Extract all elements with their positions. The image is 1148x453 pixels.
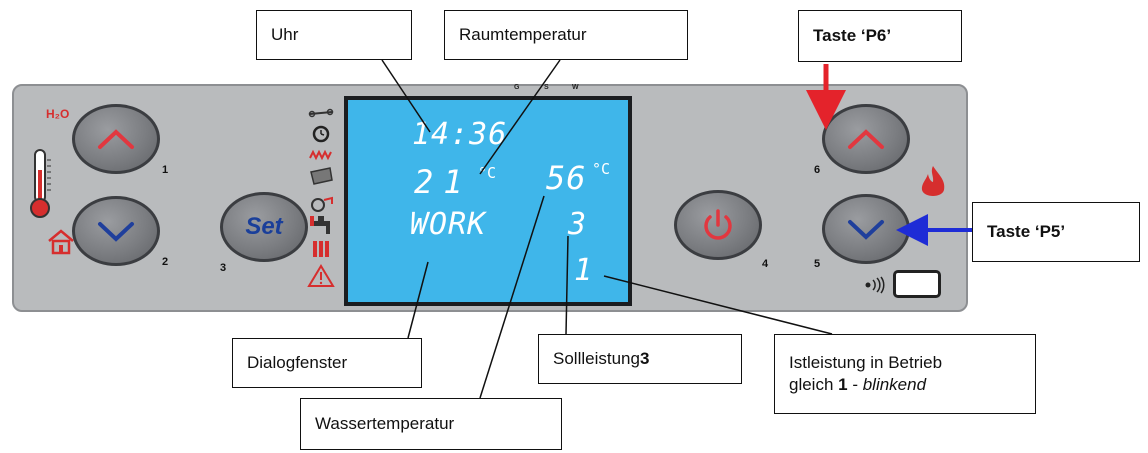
button-number-2: 2 [162,256,169,268]
callout-p5: Taste ‘P5’ [972,202,1140,262]
set-button-label: Set [245,213,283,240]
callout-dialog: Dialogfenster [232,338,422,388]
pump-icon [311,196,333,212]
callout-clock: Uhr [256,10,412,60]
chevron-up-icon [98,129,134,149]
callout-set-power-text: Sollleistung [553,349,640,368]
thermometer-icon [30,149,51,218]
sound-indicator-box [893,270,941,298]
chevron-down-icon [98,222,134,242]
tap-icon [310,216,330,234]
lcd-water-temp: 56 [546,159,587,197]
callout-p6: Taste ‘P6’ [798,10,962,62]
callout-actual-power: Istleistung in Betrieb gleich 1 - blinke… [774,334,1036,414]
lcd-actual-power: 1 [574,253,594,288]
clock-icon [312,125,330,143]
heating-icon [309,149,332,161]
button-1-water-up[interactable] [72,104,160,174]
button-number-3: 3 [220,262,227,274]
callout-set-power-value: 3 [639,349,650,368]
button-5-down[interactable] [822,194,910,264]
callout-room-temp: Raumtemperatur [444,10,688,60]
button-number-4: 4 [762,258,769,270]
lcd-status-text: WORK [410,207,487,242]
house-icon [48,229,74,255]
power-icon [704,209,732,240]
callout-actual-line2: gleich 1 - blinkend [789,375,927,394]
lcd-room-temp-unit: °C [478,164,497,182]
button-number-5: 5 [814,258,821,270]
lcd-clock: 14:36 [412,117,508,152]
button-4-power[interactable] [674,190,762,260]
chevron-down-icon [848,220,884,240]
mode-letter-s: S [544,84,549,91]
mode-letter-g: G [514,84,520,91]
callout-water-temp: Wassertemperatur [300,398,562,450]
warning-icon [307,264,335,287]
button-number-6: 6 [814,164,821,176]
button-3-set[interactable]: Set [220,192,308,262]
wrench-icon [308,108,334,118]
button-6-up[interactable] [822,104,910,174]
chevron-up-icon [848,129,884,149]
radiator-icon [313,241,329,257]
mode-letter-w: W [572,84,579,91]
flame-icon [921,166,945,196]
lcd-set-power: 3 [568,207,588,242]
h2o-label: H₂O [46,107,70,121]
status-icons-column [307,108,335,287]
callout-set-power: Sollleistung 3 [538,334,742,384]
fan-icon [310,167,333,185]
lcd-water-temp-unit: °C [592,160,611,178]
callout-actual-line1: Istleistung in Betrieb [789,352,943,372]
button-2-room-down[interactable] [72,196,160,266]
button-number-1: 1 [162,164,169,176]
sound-icon [865,276,885,294]
lcd-room-temp: 21 [414,163,473,201]
